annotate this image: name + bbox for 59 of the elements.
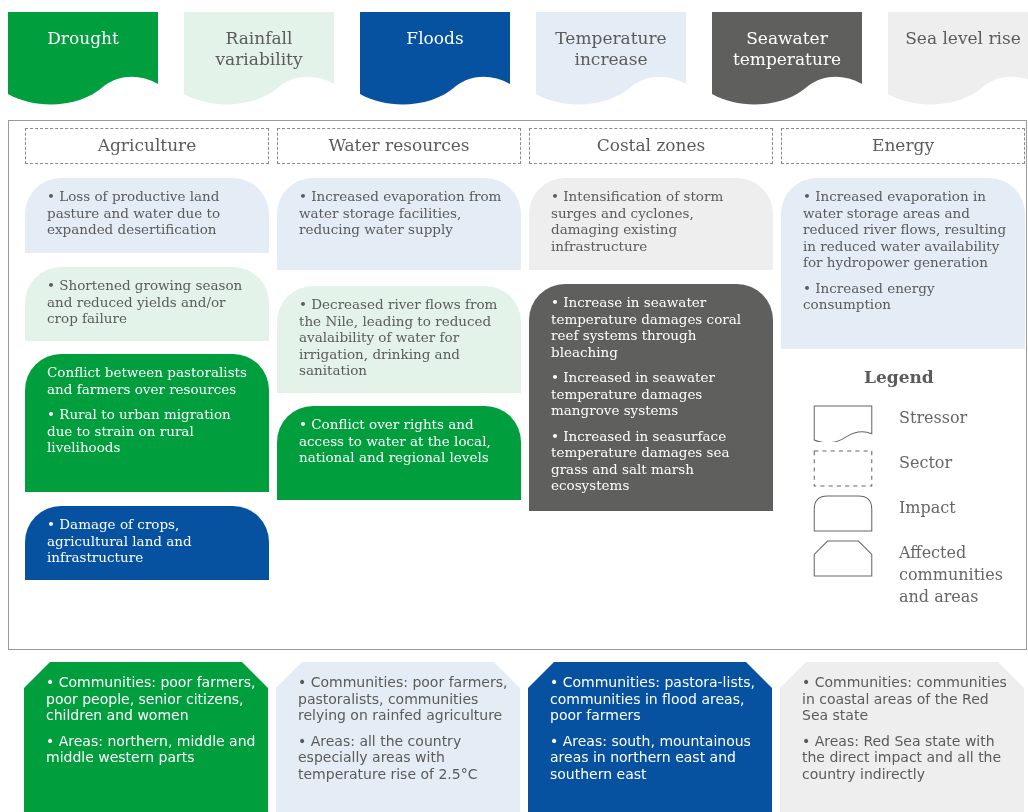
stressor-shape [360,12,510,105]
impact-text: Conflict between pastoralists and farmers over resources [47,364,248,397]
affected-text: • Areas: Red Sea state with the direct impact and all the country indirectly [802,732,1003,782]
legend-label: Sector [899,451,953,474]
stressor-label: Floods [406,28,464,49]
legend-label: Affected communities and areas [899,541,1004,608]
impact-text: • Increase in seawater temperature damages coral reef systems through bleaching [551,294,743,360]
affected-text: • Areas: all the country especially areas with temperature rise of 2.5°C [298,732,479,782]
sector-box [277,128,521,164]
sector-label: Agriculture [97,134,197,158]
affected-text: • Communities: communities in coastal areas of the Red Sea state [802,674,1008,724]
impact-box [277,406,521,500]
impact-box [277,286,521,393]
impact-text: • Increased evaporation in water storage areas and reduced river flows, resulting in reduced water availability for hydropower generation [803,188,1008,271]
impact-box [529,284,773,511]
impact-box [25,267,269,341]
legend-label: Impact [899,496,956,519]
impact-text: • Conflict over rights and access to water at the local, national and regional levels [299,416,492,466]
sector-box [781,128,1025,164]
affected-shape [528,662,772,812]
stressor-label: Sea level rise [905,28,1021,49]
stressor-shape [712,12,862,105]
stressor-label: Temperature increase [554,28,668,70]
affected-shape [276,662,520,812]
sector-box [529,128,773,164]
sector-label: Costal zones [596,134,706,158]
impact-box [277,178,521,270]
impact-box [25,506,269,580]
affected-text: • Areas: northern, middle and middle western parts [46,732,256,766]
sector-panel [8,120,1027,650]
impact-text: • Intensification of storm surges and cyclones, damaging existing infrastructure [551,188,725,254]
impact-text: • Increased in seasurface temperature damages sea grass and salt marsh ecosystems [551,427,731,494]
sector-label: Energy [871,134,934,158]
affected-text: • Communities: poor farmers, pastoralists, communities relying on rainfed agriculture [298,674,508,724]
impact-text: • Increased in seawater temperature damages mangrove systems [551,369,716,419]
stressor-shape [536,12,686,105]
affected-shape [24,662,268,812]
impact-text: • Increased energy consumption [803,279,936,313]
stressor-label: Rainfall variability [214,28,304,70]
impact-text: • Decreased river flows from the Nile, leading to reduced avalaibility of water for irrigation, drinking and sanitation [299,296,499,379]
impact-text: • Loss of productive land pasture and water due to expanded desertification [47,188,222,238]
impact-text: • Increased evaporation from water storage facilities, reducing water supply [299,188,503,238]
impact-text: • Damage of crops, agricultural land and infrastructure [47,516,193,566]
impact-text: • Rural to urban migration due to strain on rural livelihoods [47,406,232,456]
stressor-label: Seawater temperature [731,28,843,70]
impact-box [781,178,1025,349]
legend-label: Stressor [899,406,968,429]
impact-box [25,178,269,253]
legend-title: Legend [864,366,935,389]
stressor-label: Drought [47,28,119,49]
stressor-shape [8,12,158,105]
impact-text: • Shortened growing season and reduced yields and/or crop failure [47,277,244,327]
affected-text: • Communities: poor farmers, poor people, senior citizens, children and women [46,674,256,724]
affected-text: • Communities: pastora-lists, communities in flood areas, poor farmers [550,674,756,724]
impact-box [25,354,269,492]
affected-text: • Areas: south, mountainous areas in northern east and southern east [550,732,752,782]
stressor-shape [184,12,334,105]
sector-label: Water resources [328,134,470,158]
sector-box [25,128,269,164]
